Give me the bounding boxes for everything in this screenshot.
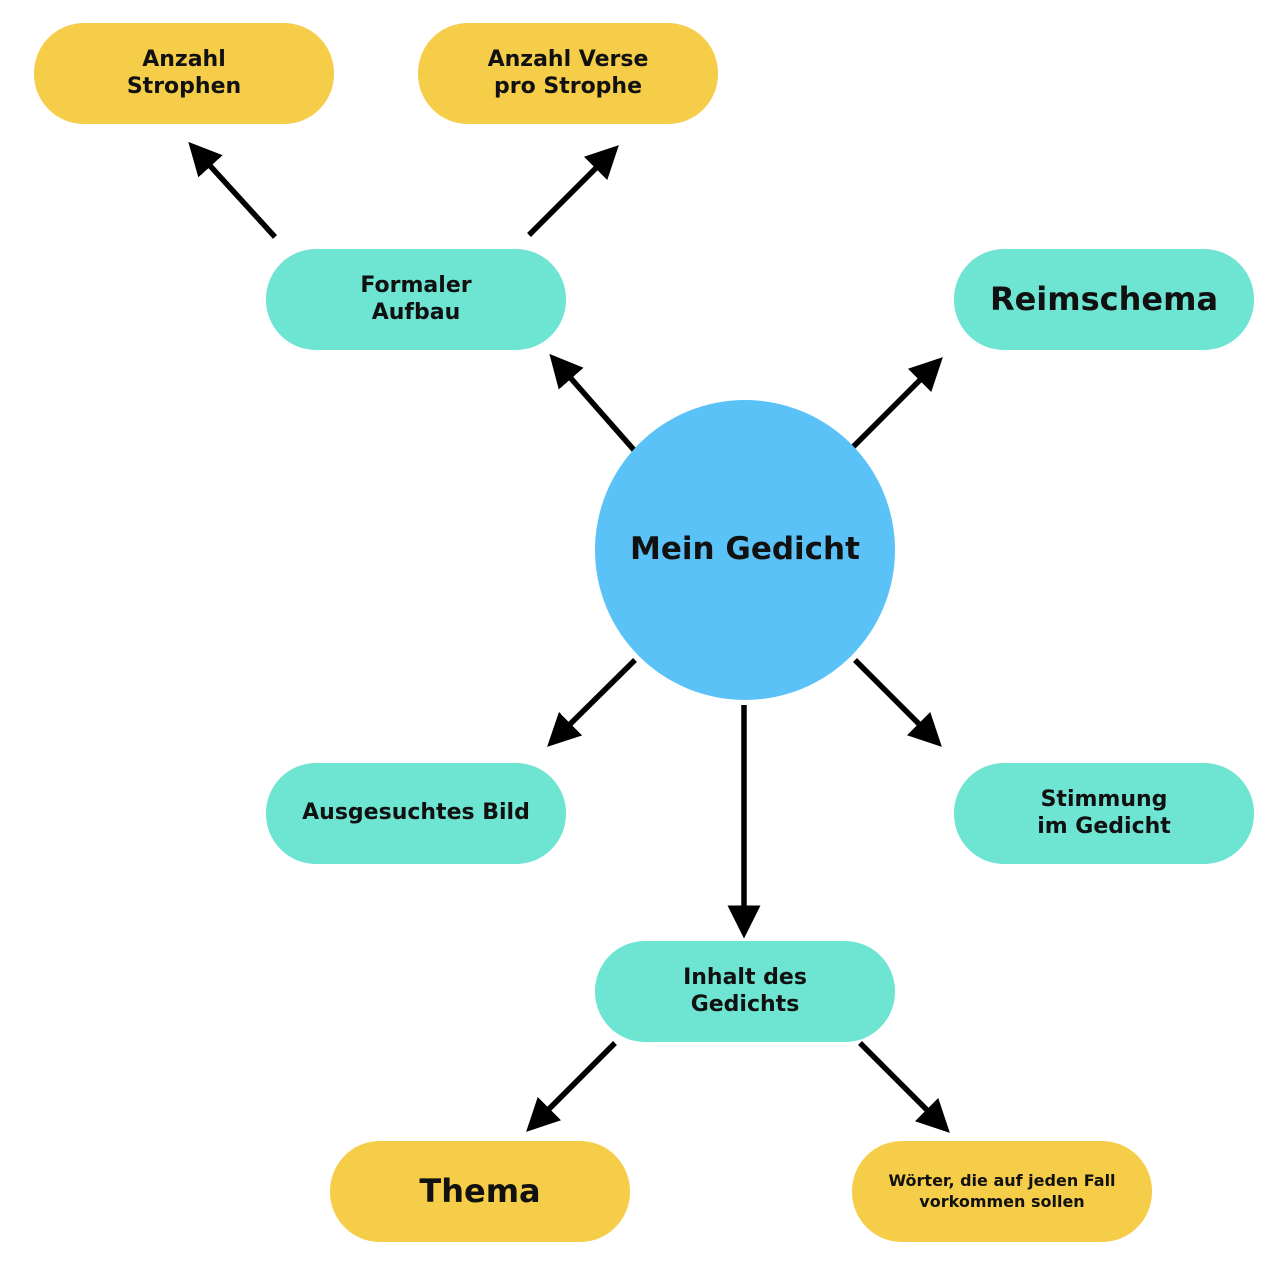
- node-anzahl-verse-label: Anzahl Verse pro Strophe: [487, 46, 649, 99]
- node-ausgesuchtes-bild: Ausgesuchtes Bild: [266, 763, 566, 864]
- node-anzahl-verse: Anzahl Verse pro Strophe: [418, 23, 718, 124]
- node-formaler-aufbau: Formaler Aufbau: [266, 249, 566, 350]
- node-reimschema: Reimschema: [954, 249, 1254, 350]
- arrow-center-to-reimschema: [851, 357, 943, 449]
- node-stimmung: Stimmung im Gedicht: [954, 763, 1254, 864]
- node-reimschema-label: Reimschema: [989, 279, 1219, 318]
- arrow-formaler-aufbau-to-anzahl-verse: [527, 145, 619, 237]
- arrow-center-to-formaler-aufbau: [549, 353, 637, 452]
- arrow-center-to-stimmung: [853, 658, 942, 747]
- node-stimmung-label: Stimmung im Gedicht: [1037, 786, 1171, 839]
- node-mein-gedicht: Mein Gedicht: [595, 400, 895, 700]
- node-woerter: Wörter, die auf jeden Fall vorkommen sol…: [852, 1141, 1152, 1242]
- node-ausgesuchtes-bild-label: Ausgesuchtes Bild: [302, 800, 530, 826]
- node-mein-gedicht-label: Mein Gedicht: [630, 531, 860, 568]
- node-thema: Thema: [330, 1141, 630, 1242]
- node-thema-label: Thema: [419, 1171, 541, 1210]
- arrow-inhalt-to-thema: [526, 1041, 617, 1132]
- node-anzahl-strophen: Anzahl Strophen: [34, 23, 334, 124]
- node-formaler-aufbau-label: Formaler Aufbau: [360, 272, 472, 325]
- arrow-center-to-ausgesuchtes-bild: [547, 658, 637, 747]
- node-inhalt: Inhalt des Gedichts: [595, 941, 895, 1042]
- node-woerter-label: Wörter, die auf jeden Fall vorkommen sol…: [888, 1171, 1116, 1211]
- node-inhalt-label: Inhalt des Gedichts: [683, 964, 807, 1017]
- arrow-inhalt-to-woerter: [858, 1041, 950, 1133]
- node-anzahl-strophen-label: Anzahl Strophen: [126, 46, 242, 99]
- arrow-formaler-aufbau-to-anzahl-strophen: [188, 141, 278, 239]
